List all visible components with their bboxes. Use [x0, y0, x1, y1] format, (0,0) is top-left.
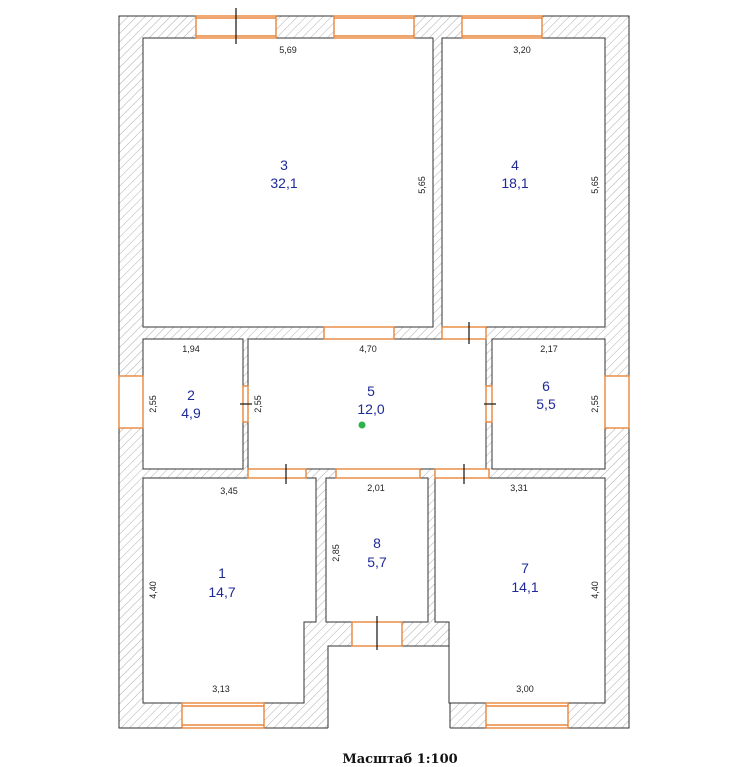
entrance-notch: [328, 646, 450, 730]
room-6-area: 5,5: [536, 396, 556, 412]
room-labels: 3 32,1 4 18,1 2 4,9 5 12,0 6 5,5 1 14,7 …: [181, 157, 556, 600]
room-3-number: 3: [280, 157, 288, 173]
door-5-1: [247, 468, 307, 479]
room-5-area: 12,0: [357, 401, 384, 417]
window-bottom-left: [181, 702, 265, 729]
room-7: [434, 477, 606, 704]
room-2: [142, 338, 244, 470]
dim-r8-left: 2,85: [331, 544, 341, 562]
window-right: [604, 375, 630, 429]
dimension-labels: 5,69 5,65 3,20 5,65 1,94 2,55 4,70 2,55 …: [148, 45, 600, 694]
room-8-area: 5,7: [367, 554, 387, 570]
room-7-number: 7: [521, 560, 529, 576]
dim-r7-bottom: 3,00: [516, 684, 534, 694]
location-marker: [358, 421, 366, 429]
dim-r5-left: 2,55: [253, 395, 263, 413]
room-4-number: 4: [511, 157, 519, 173]
room-7-area: 14,1: [511, 579, 538, 595]
dim-r3-right: 5,65: [417, 176, 427, 194]
door-ticks: [235, 8, 496, 650]
door-5-7: [434, 468, 490, 479]
dim-r1-top: 3,45: [220, 486, 238, 496]
windows: [118, 15, 630, 729]
dim-r7-right: 4,40: [590, 581, 600, 599]
rooms: [142, 37, 606, 704]
dim-r4-right: 5,65: [590, 176, 600, 194]
dim-r3-top: 5,69: [279, 45, 297, 55]
room-5-number: 5: [367, 383, 375, 399]
dim-r7-top: 3,31: [510, 483, 528, 493]
room-1-area: 14,7: [208, 584, 235, 600]
door-3-5: [323, 326, 395, 340]
window-top-right: [461, 15, 543, 39]
room-6-number: 6: [542, 378, 550, 394]
dim-r1-bottom: 3,13: [212, 684, 230, 694]
door-5-8: [335, 468, 421, 479]
window-top-mid: [333, 15, 415, 39]
room-2-area: 4,9: [181, 405, 201, 421]
room-6: [491, 338, 606, 470]
window-bottom-right: [485, 702, 569, 729]
room-4-area: 18,1: [501, 175, 528, 191]
dim-r5-top: 4,70: [359, 344, 377, 354]
dim-r2-top: 1,94: [182, 344, 200, 354]
dim-r1-left: 4,40: [148, 581, 158, 599]
room-8-number: 8: [373, 535, 381, 551]
room-4: [441, 37, 606, 328]
scale-label: Масштаб 1:100: [342, 752, 458, 767]
room-5: [247, 338, 487, 470]
room-3: [142, 37, 434, 328]
dim-r4-top: 3,20: [513, 45, 531, 55]
room-8: [325, 477, 429, 623]
door-4-5: [441, 326, 487, 340]
room-1: [142, 477, 317, 704]
dim-r8-top: 2,01: [367, 483, 385, 493]
dim-r6-top: 2,17: [540, 344, 558, 354]
dim-r6-right: 2,55: [590, 395, 600, 413]
dim-r2-left: 2,55: [148, 395, 158, 413]
room-1-number: 1: [218, 565, 226, 581]
window-left: [118, 375, 144, 429]
room-3-area: 32,1: [270, 175, 297, 191]
room-2-number: 2: [187, 387, 195, 403]
